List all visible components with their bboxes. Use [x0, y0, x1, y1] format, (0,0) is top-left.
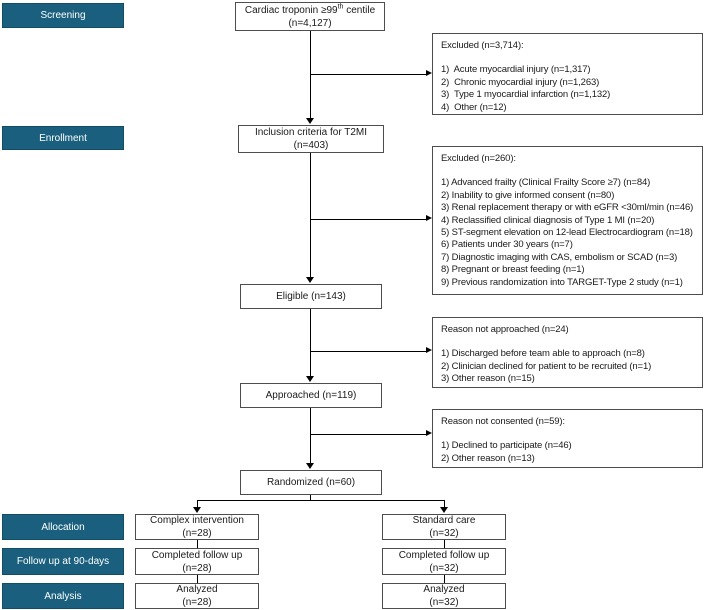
arm-box-line2: (n=28): [182, 562, 212, 574]
connector-line: [310, 153, 311, 277]
connector-line: [197, 540, 198, 548]
arrowhead-down: [306, 118, 314, 124]
exclusion-item: 9) Previous randomization into TARGET-Ty…: [441, 276, 683, 288]
flow-box-troponin: Cardiac troponin ≥99th centile (n=4,127): [235, 2, 385, 31]
arm-box-line1: Completed follow up: [151, 549, 243, 561]
arrowhead-right: [426, 215, 432, 221]
flow-box-line1: Approached (n=119): [265, 390, 357, 401]
exclusion-item: 2) Chronic myocardial injury (n=1,263): [441, 76, 600, 88]
arm-box-followup-right: Completed follow up (n=32): [382, 548, 506, 575]
arm-box-standard-care: Standard care (n=32): [382, 514, 506, 540]
arm-box-analyzed-left: Analyzed (n=28): [135, 583, 259, 609]
exclusion-item: 4) Other (n=12): [441, 101, 507, 113]
exclusion-item: 8) Pregnant or breast feeding (n=1): [441, 264, 585, 276]
exclusion-item: 7) Diagnostic imaging with CAS, embolism…: [441, 251, 678, 263]
flow-box-randomized: Randomized (n=60): [240, 470, 382, 495]
flow-box-line1: Randomized (n=60): [266, 477, 356, 488]
stage-label-analysis: Analysis: [2, 583, 124, 609]
arm-box-line2: (n=32): [429, 562, 459, 574]
arm-box-line1: Complex intervention: [150, 515, 244, 526]
not-consented-box: Reason not consented (n=59): 1) Declined…: [432, 409, 703, 468]
exclusion-title: Reason not consented (n=59):: [441, 416, 565, 427]
flow-box-line1: Eligible (n=143): [276, 291, 346, 302]
arm-box-line2: (n=28): [182, 597, 212, 608]
flow-box-approached: Approached (n=119): [240, 383, 382, 408]
exclusion-item: 2) Inability to give informed consent (n…: [441, 189, 615, 201]
connector-line: [197, 500, 444, 501]
arm-box-line1: Completed follow up: [398, 549, 490, 561]
arrowhead-down: [193, 507, 201, 513]
flow-box-line2: (n=403): [293, 140, 329, 151]
arm-box-complex-intervention: Complex intervention (n=28): [135, 514, 259, 540]
stage-label-text: Screening: [40, 10, 86, 21]
stage-label-screening: Screening: [2, 3, 124, 28]
arrowhead-right: [426, 70, 432, 76]
exclusion-item: 4) Reclassified clinical diagnosis of Ty…: [441, 214, 655, 226]
stage-label-text: Follow up at 90-days: [16, 556, 110, 567]
stage-label-text: Enrollment: [39, 132, 87, 144]
stage-label-text: Allocation: [41, 521, 85, 533]
arm-box-line1: Analyzed: [423, 584, 465, 595]
exclusion-item: 3) Type 1 myocardial infarction (n=1,132…: [441, 89, 611, 101]
arm-box-line1: Standard care: [412, 515, 476, 526]
exclusion-item: 6) Patients under 30 years (n=7): [441, 239, 573, 251]
arm-box-line2: (n=32): [429, 597, 459, 608]
exclusion-title: Excluded (n=260):: [441, 153, 516, 164]
superscript-th: th: [337, 3, 344, 11]
arm-box-analyzed-right: Analyzed (n=32): [382, 583, 506, 609]
arrowhead-down: [306, 277, 314, 283]
connector-line: [310, 74, 426, 75]
connector-line: [310, 495, 311, 500]
exclusion-item: 1) Advanced frailty (Clinical Frailty Sc…: [441, 177, 651, 189]
arrowhead-down: [306, 463, 314, 469]
not-approached-box: Reason not approached (n=24) 1) Discharg…: [432, 317, 703, 388]
exclusion-box-screening: Excluded (n=3,714): 1) Acute myocardial …: [432, 33, 703, 115]
exclusion-title: Excluded (n=3,714):: [441, 40, 524, 51]
stage-label-followup: Follow up at 90-days: [2, 548, 124, 575]
connector-line: [197, 575, 198, 583]
arrowhead-right: [426, 430, 432, 436]
connector-line: [444, 575, 445, 583]
stage-label-text: Analysis: [44, 590, 82, 602]
stage-label-enrollment: Enrollment: [2, 126, 124, 150]
exclusion-item: 5) ST-segment elevation on 12-lead Elect…: [441, 227, 693, 239]
flow-box-eligible: Eligible (n=143): [240, 284, 382, 309]
arm-box-followup-left: Completed follow up (n=28): [135, 548, 259, 575]
arm-box-line2: (n=28): [182, 528, 212, 539]
flow-box-line2: (n=4,127): [288, 17, 332, 29]
connector-line: [444, 500, 445, 507]
arm-box-line2: (n=32): [429, 528, 459, 539]
exclusion-item: 3) Other reason (n=15): [441, 373, 535, 385]
arrowhead-down: [440, 507, 448, 513]
exclusion-title: Reason not approached (n=24): [441, 324, 569, 335]
exclusion-item: 2) Other reason (n=13): [441, 452, 535, 464]
exclusion-item: 1) Acute myocardial injury (n=1,317): [441, 64, 591, 76]
exclusion-item: 2) Clinician declined for patient to be …: [441, 360, 652, 372]
exclusion-item: 3) Renal replacement therapy or with eGF…: [441, 202, 694, 214]
connector-line: [197, 500, 198, 507]
connector-line: [310, 309, 311, 376]
connector-line: [310, 434, 426, 435]
connector-line: [310, 219, 426, 220]
flow-box-line1: Inclusion criteria for T2MI: [254, 127, 368, 138]
stage-label-allocation: Allocation: [2, 514, 124, 540]
arrowhead-right: [426, 347, 432, 353]
connector-line: [310, 351, 426, 352]
exclusion-item: 1) Declined to participate (n=46): [441, 440, 572, 452]
flow-box-line1: Cardiac troponin ≥99th centile: [244, 3, 376, 16]
connector-line: [310, 408, 311, 463]
arrowhead-down: [306, 376, 314, 382]
connector-line: [444, 540, 445, 548]
exclusion-box-enrollment: Excluded (n=260): 1) Advanced frailty (C…: [432, 146, 703, 295]
arm-box-line1: Analyzed: [176, 584, 218, 595]
exclusion-item: 1) Discharged before team able to approa…: [441, 348, 645, 360]
flow-box-inclusion: Inclusion criteria for T2MI (n=403): [238, 125, 384, 153]
